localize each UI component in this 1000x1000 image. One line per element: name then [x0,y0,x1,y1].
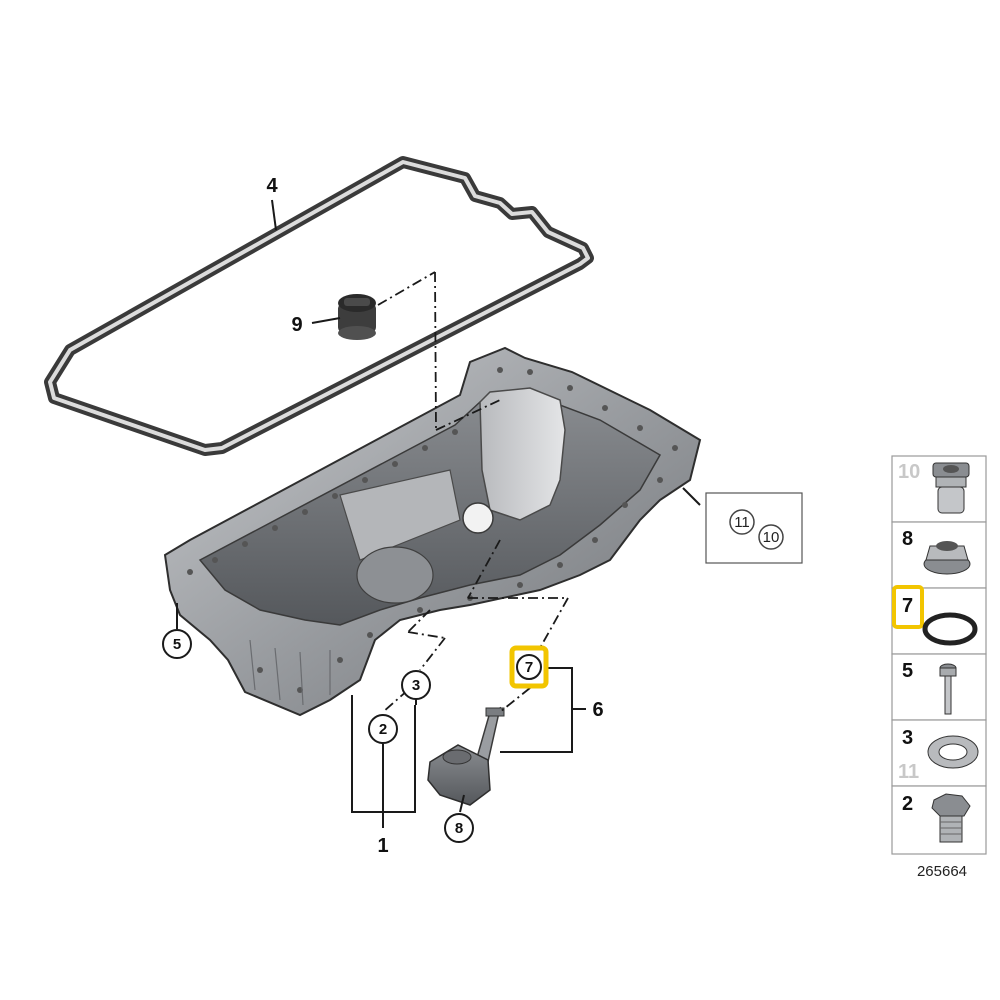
legend-row-8: 8 [891,521,987,589]
o-ring-icon [922,612,978,646]
diagram-id: 265664 [917,863,967,880]
rubber-plug [338,294,376,340]
svg-text:2: 2 [379,721,387,738]
legend-row-7: 7 [891,585,987,655]
washer-icon [927,735,979,769]
bolt-icon [939,663,957,715]
svg-text:8: 8 [455,820,463,837]
svg-text:5: 5 [173,636,181,653]
callout-nut: 8 [444,813,474,843]
oil-pan-gasket [44,156,594,456]
callout-oil-pan: 1 [377,835,388,857]
svg-text:5: 5 [902,660,913,682]
ref-callout-11: 11 [734,514,750,531]
leader-lines [176,199,701,828]
svg-text:11: 11 [898,761,919,783]
legend-row-10: 10 [891,455,987,523]
oil-pickup-tube [427,706,505,806]
bushing-icon [932,462,970,514]
callout-drain-plug: 2 [368,714,398,744]
callout-gasket: 4 [266,175,278,197]
svg-text:8: 8 [902,528,913,550]
reference-box: 11 10 [705,492,803,564]
flange-nut-icon [923,541,971,575]
callout-pan-bolt: 5 [162,629,192,659]
svg-text:3: 3 [412,677,420,694]
svg-text:3: 3 [902,727,913,749]
oil-pan [163,346,702,717]
legend-row-2: 2 [891,785,987,855]
svg-text:10: 10 [898,461,920,483]
legend-row-5: 5 [891,653,987,721]
callout-oring-highlight: 7 [509,645,549,689]
drain-plug-icon [931,793,971,843]
legend-row-3: 3 11 [891,719,987,787]
callout-pickup-assembly: 6 [592,699,603,721]
svg-text:7: 7 [525,659,533,676]
callout-set-screw: 3 [401,670,431,700]
ref-callout-10: 10 [763,529,780,546]
callout-plug: 9 [291,314,302,336]
dash-dot-lines [377,271,569,713]
parts-legend: 10 8 7 [891,455,987,855]
svg-text:2: 2 [902,793,913,815]
svg-text:7: 7 [902,595,913,617]
